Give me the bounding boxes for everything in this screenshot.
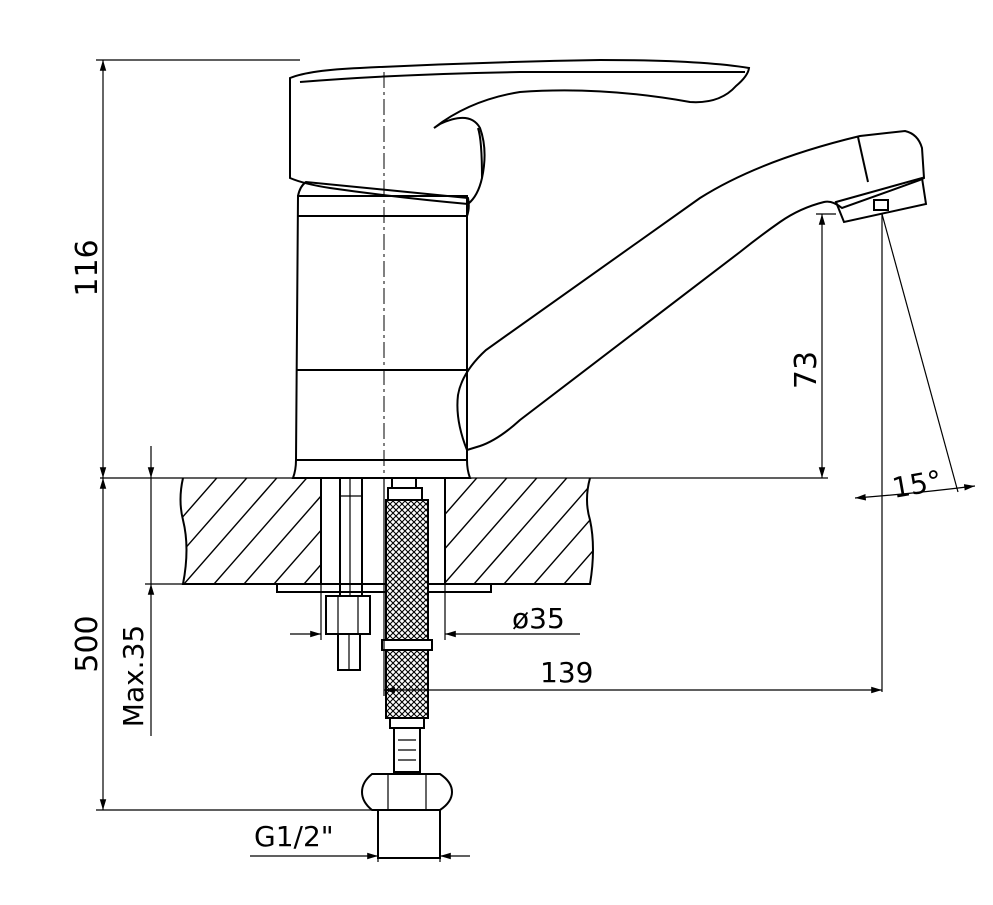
dimension-thread: G1/2" xyxy=(250,820,470,862)
dim-thread-label: G1/2" xyxy=(254,820,334,853)
dimension-spout-angle: 15° xyxy=(854,213,976,692)
dimension-height-total: 116 xyxy=(70,59,300,478)
dim-15deg-label: 15° xyxy=(890,464,945,505)
dimension-spout-height: 73 xyxy=(789,213,836,478)
spout xyxy=(456,129,928,452)
dim-max35-label: Max.35 xyxy=(117,625,150,727)
dim-500-label: 500 xyxy=(70,615,105,672)
dimension-max-thickness: Max.35 xyxy=(117,446,183,736)
dim-139-label: 139 xyxy=(540,656,593,689)
dim-diameter-label: ø35 xyxy=(512,602,565,635)
dimension-spout-reach: 139 xyxy=(383,478,882,696)
dimension-below-counter: 500 xyxy=(70,478,372,811)
lever-handle xyxy=(289,58,751,206)
fixing-stud xyxy=(325,477,371,671)
flexible-hose xyxy=(360,477,454,859)
dimension-hole-diameter: ø35 xyxy=(290,584,580,640)
faucet-body xyxy=(291,180,472,479)
dim-73-label: 73 xyxy=(789,351,824,389)
dim-116-label: 116 xyxy=(70,239,105,296)
